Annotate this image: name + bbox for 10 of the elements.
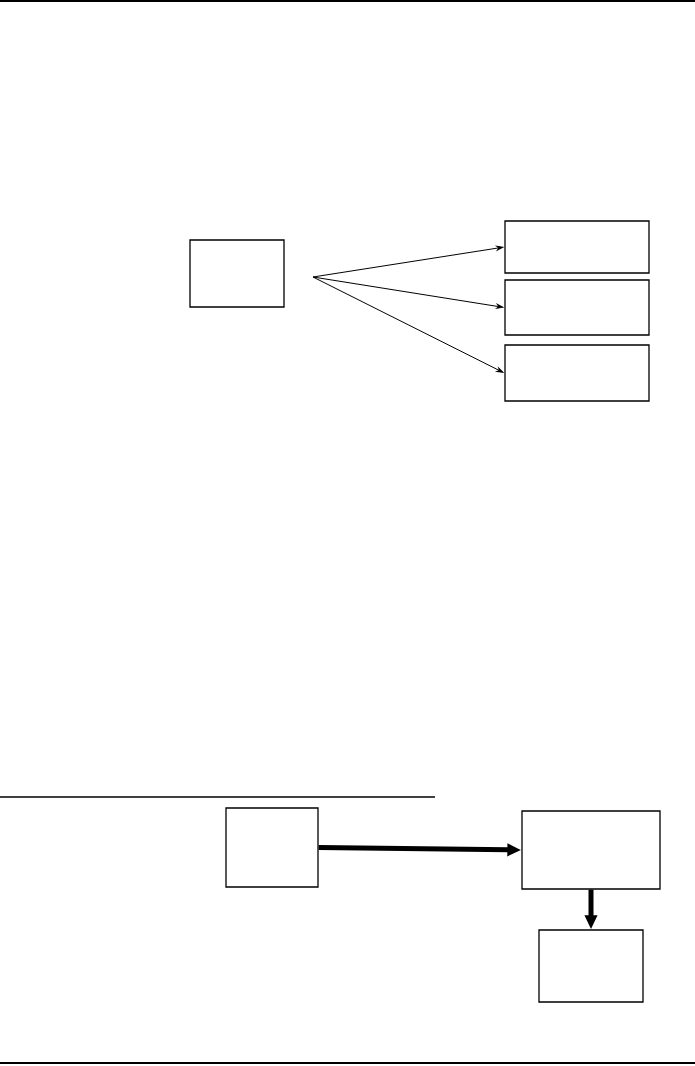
box: [189, 239, 285, 308]
box: [521, 810, 661, 890]
box: [504, 344, 650, 402]
arrow: [312, 245, 504, 278]
box: [225, 807, 319, 888]
box: [504, 220, 650, 274]
arrow: [312, 276, 504, 309]
arrow: [312, 276, 504, 373]
box: [504, 279, 650, 336]
box: [538, 929, 644, 1003]
